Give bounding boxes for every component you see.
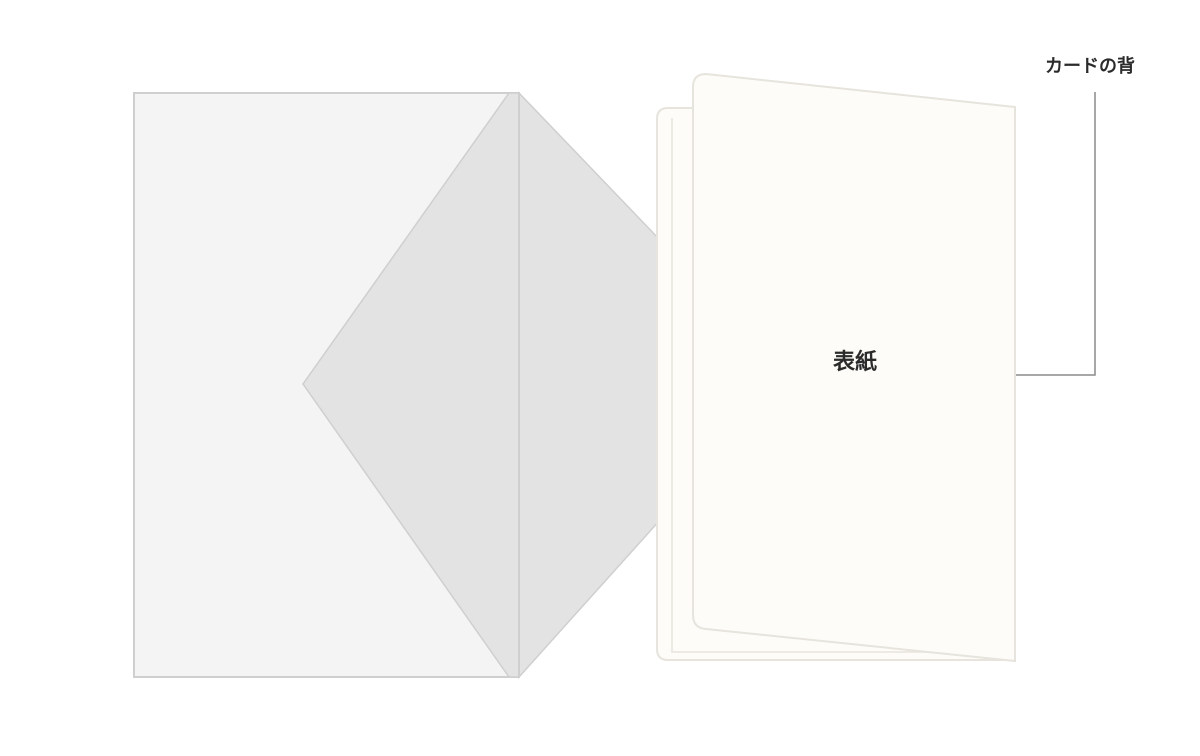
folded-card: 表紙 bbox=[656, 72, 1016, 663]
envelope-open-flap bbox=[518, 91, 661, 679]
cover-label: 表紙 bbox=[833, 349, 877, 375]
card-inner-page-edge bbox=[671, 118, 1012, 653]
envelope bbox=[133, 91, 661, 679]
card-back-leader-line bbox=[1016, 92, 1096, 376]
card-cover bbox=[692, 72, 1016, 663]
card-back-label: カードの背 bbox=[1045, 55, 1135, 77]
